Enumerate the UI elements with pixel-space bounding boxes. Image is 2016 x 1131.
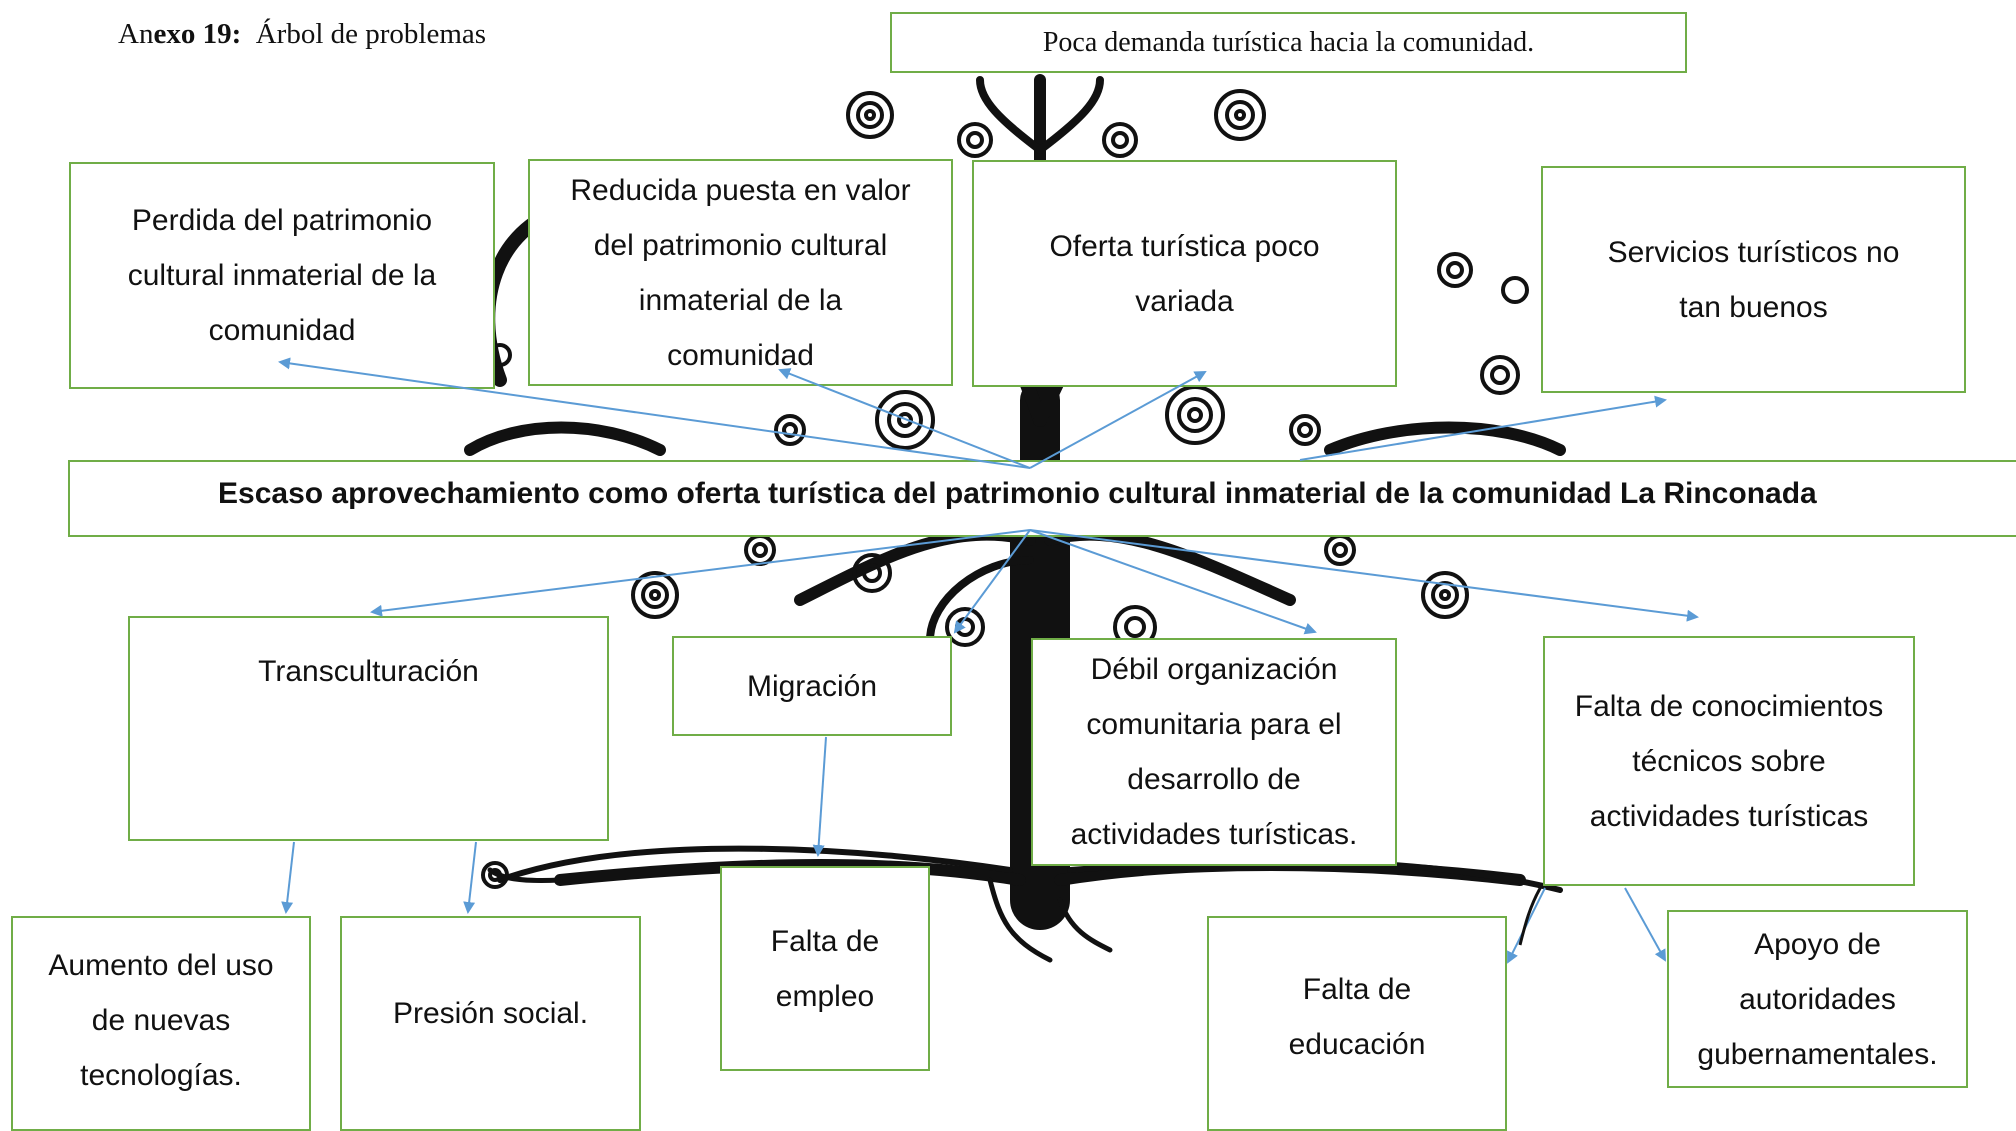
cause-conocimientos-box: Falta de conocimientos técnicos sobre ac… <box>1543 636 1915 886</box>
cause-debil-text: Débil organización comunitaria para el d… <box>1070 653 1358 851</box>
annex-prefix: An <box>118 18 154 50</box>
effect-perdida-box: Perdida del patrimonio cultural inmateri… <box>69 162 495 389</box>
root-educacion-box: Falta de educación <box>1207 916 1507 1131</box>
root-presion-box: Presión social. <box>340 916 641 1131</box>
annex-title: Anexo 19: Árbol de problemas <box>118 18 486 51</box>
effect-reducida-text: Reducida puesta en valor del patrimonio … <box>570 173 911 372</box>
cause-migracion-box: Migración <box>672 636 952 736</box>
effect-top-box: Poca demanda turística hacia la comunida… <box>890 12 1687 73</box>
root-apoyo-text: Apoyo de autoridades gubernamentales. <box>1697 927 1938 1071</box>
effect-oferta-box: Oferta turística poco variada <box>972 160 1397 387</box>
effect-reducida-box: Reducida puesta en valor del patrimonio … <box>528 159 953 386</box>
root-presion-text: Presión social. <box>392 997 589 1030</box>
central-problem-text: Escaso aprovechamiento como oferta turís… <box>218 476 1817 510</box>
annex-number: exo 19: <box>153 18 242 50</box>
root-empleo-text: Falta de empleo <box>770 924 880 1013</box>
effect-oferta-text: Oferta turística poco variada <box>1049 229 1320 318</box>
central-problem-box: Escaso aprovechamiento como oferta turís… <box>68 460 2016 537</box>
annex-text: Árbol de problemas <box>255 18 487 50</box>
cause-migracion-text: Migración <box>746 669 878 703</box>
root-apoyo-box: Apoyo de autoridades gubernamentales. <box>1667 910 1968 1088</box>
cause-transculturacion-box: Transculturación <box>128 616 609 841</box>
root-empleo-box: Falta de empleo <box>720 866 930 1071</box>
cause-debil-box: Débil organización comunitaria para el d… <box>1031 638 1397 866</box>
cause-conocimientos-text: Falta de conocimientos técnicos sobre ac… <box>1574 689 1884 833</box>
cause-transculturacion-text: Transculturación <box>258 655 479 688</box>
root-educacion-text: Falta de educación <box>1288 973 1426 1061</box>
effect-servicios-box: Servicios turísticos no tan buenos <box>1541 166 1966 393</box>
effect-servicios-text: Servicios turísticos no tan buenos <box>1607 235 1900 324</box>
root-aumento-box: Aumento del uso de nuevas tecnologías. <box>11 916 311 1131</box>
root-aumento-text: Aumento del uso de nuevas tecnologías. <box>48 949 274 1092</box>
effect-perdida-text: Perdida del patrimonio cultural inmateri… <box>127 204 437 347</box>
effect-top-text: Poca demanda turística hacia la comunida… <box>1042 27 1535 58</box>
